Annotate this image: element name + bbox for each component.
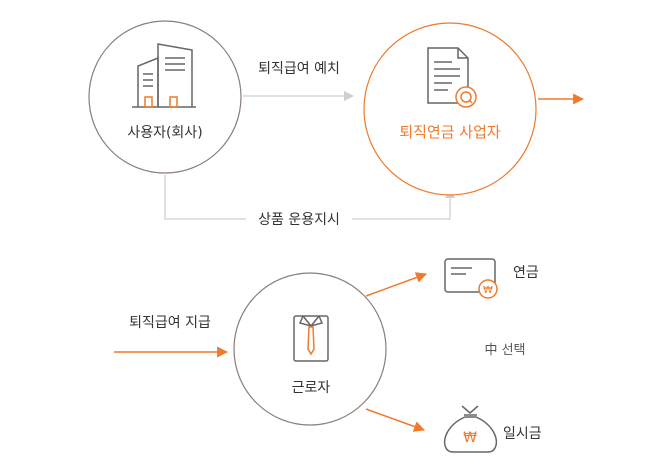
document-icon — [427, 47, 477, 108]
won-coin-symbol: ₩ — [483, 285, 493, 296]
lump-sum-label: 일시금 — [503, 426, 542, 442]
building-icon — [132, 43, 196, 108]
money-bag-icon — [444, 405, 497, 453]
card-coin-icon — [444, 258, 498, 299]
employer-label: 사용자(회사) — [127, 125, 202, 141]
lump-sum-arrow — [365, 408, 426, 432]
annuity-option: ₩ 연금 — [444, 258, 539, 299]
shirt-tie-icon — [293, 315, 329, 362]
annuity-arrow — [365, 272, 428, 297]
annuity-label: 연금 — [513, 265, 539, 281]
provider-node: 퇴직연금 사업자 — [363, 22, 537, 196]
employer-node: 사용자(회사) — [88, 20, 242, 174]
worker-node: 근로자 — [233, 272, 387, 426]
provider-label: 퇴직연금 사업자 — [399, 123, 501, 141]
lump-sum-option: ₩ 일시금 — [444, 405, 542, 453]
instruction-label: 상품 운용지시 — [258, 212, 340, 228]
won-bag-symbol: ₩ — [463, 430, 477, 446]
deposit-label: 퇴직급여 예치 — [258, 61, 340, 77]
worker-label: 근로자 — [292, 380, 331, 396]
payment-label: 퇴직급여 지급 — [129, 315, 211, 331]
choice-label: 中 선택 — [484, 343, 525, 358]
